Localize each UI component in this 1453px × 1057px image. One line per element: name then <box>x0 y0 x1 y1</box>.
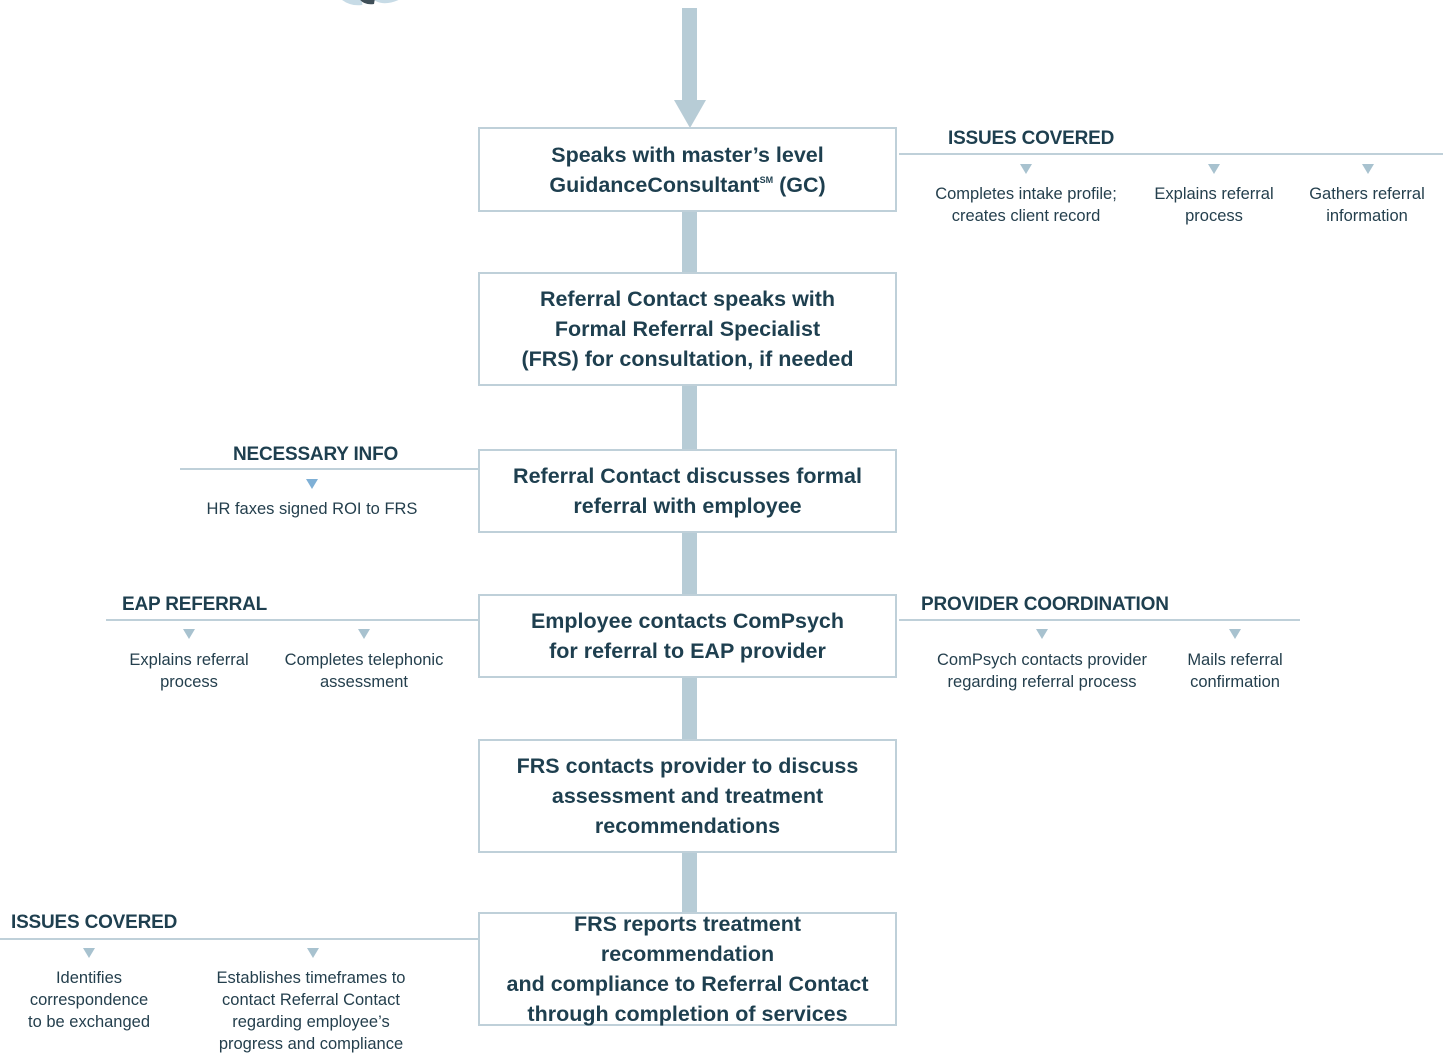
step-box-text: assessment and treatment <box>551 784 824 808</box>
necessary-info-heading: NECESSARY INFO <box>233 444 399 465</box>
issue-item: Completes intake profile; creates client… <box>922 183 1130 227</box>
item-text: HR faxes signed ROI to FRS <box>206 500 418 518</box>
item-text: Identifies <box>55 969 123 987</box>
connector <box>682 210 697 274</box>
triangle-down-icon <box>183 629 195 639</box>
item-text: regarding employee’s <box>232 1013 390 1031</box>
item-text: to be exchanged <box>27 1013 151 1031</box>
step-box-text: Employee contacts ComPsych <box>530 609 845 633</box>
triangle-down-icon <box>306 479 318 489</box>
triangle-down-icon <box>83 948 95 958</box>
step-box-frs-consultation: Referral Contact speaks with Formal Refe… <box>478 272 897 386</box>
branch-line <box>180 468 479 470</box>
connector <box>682 851 697 914</box>
item-text: ComPsych contacts provider <box>937 651 1147 669</box>
step-box-frs-contacts-provider: FRS contacts provider to discuss assessm… <box>478 739 897 853</box>
item-text: Completes intake profile; <box>935 185 1117 203</box>
item-text: Explains referral <box>1154 185 1274 203</box>
step-box-text: Speaks with master’s level <box>551 142 824 167</box>
item-text: assessment <box>319 673 409 691</box>
triangle-down-icon <box>1229 629 1241 639</box>
step-box-text: for referral to EAP provider <box>549 639 826 663</box>
item-text: correspondence <box>29 991 149 1009</box>
step-box-gc: Speaks with master’s level GuidanceConsu… <box>478 127 897 212</box>
branch-line <box>0 938 479 940</box>
step-box-text: Referral Contact speaks with <box>539 287 836 311</box>
item-text: information <box>1326 207 1408 225</box>
step-box-text: and compliance to Referral Contact <box>506 972 869 996</box>
connector <box>682 384 697 451</box>
issue-item: Gathers referral information <box>1297 183 1437 227</box>
down-arrow-icon <box>674 100 706 128</box>
item-text: creates client record <box>951 207 1101 225</box>
item-text: Establishes timeframes to <box>216 969 406 987</box>
triangle-down-icon <box>358 629 370 639</box>
step-box-text: Referral Contact discusses formal <box>513 464 862 488</box>
branch-line <box>899 153 1443 155</box>
provider-coordination-item: Mails referral confirmation <box>1170 649 1300 693</box>
triangle-down-icon <box>1020 164 1032 174</box>
connector <box>682 531 697 596</box>
step-box-employee-contacts: Employee contacts ComPsych for referral … <box>478 594 897 678</box>
step-box-text: through completion of services <box>527 1002 848 1026</box>
step-box-text: recommendations <box>594 814 781 838</box>
item-text: Explains referral <box>129 651 249 669</box>
triangle-down-icon <box>1036 629 1048 639</box>
necessary-info-item: HR faxes signed ROI to FRS <box>182 498 442 520</box>
triangle-down-icon <box>1362 164 1374 174</box>
step-box-discuss-referral: Referral Contact discusses formal referr… <box>478 449 897 533</box>
branch-line <box>899 619 1300 621</box>
issue-item: Identifies correspondence to be exchange… <box>14 967 164 1033</box>
eap-referral-item: Completes telephonic assessment <box>268 649 460 693</box>
triangle-down-icon <box>307 948 319 958</box>
item-text: Mails referral <box>1187 651 1283 669</box>
item-text: confirmation <box>1190 673 1280 691</box>
item-text: progress and compliance <box>218 1035 404 1053</box>
eap-referral-heading: EAP REFERRAL <box>122 594 268 615</box>
step-box-text: FRS contacts provider to discuss <box>516 754 859 778</box>
issue-item: Explains referral process <box>1142 183 1286 227</box>
step-box-text: FRS reports treatment recommendation <box>574 912 801 966</box>
item-text: Completes telephonic <box>284 651 444 669</box>
issue-item: Establishes timeframes to contact Referr… <box>196 967 426 1055</box>
branch-line <box>106 619 479 621</box>
triangle-down-icon <box>1208 164 1220 174</box>
top-arrow-shaft <box>682 8 697 103</box>
step-box-text: (FRS) for consultation, if needed <box>521 347 854 371</box>
step-box-text: (GC) <box>773 172 826 197</box>
item-text: process <box>1185 207 1243 225</box>
item-text: Gathers referral <box>1309 185 1425 203</box>
item-text: contact Referral Contact <box>222 991 400 1009</box>
service-mark: SM <box>759 174 774 185</box>
step-box-text-line2: GuidanceConsultantSM (GC) <box>549 170 825 200</box>
step-box-frs-reports: FRS reports treatment recommendation and… <box>478 912 897 1026</box>
logo-fragment <box>330 0 410 14</box>
issues-covered-heading: ISSUES COVERED <box>11 912 178 933</box>
step-box-text: referral with employee <box>573 494 802 518</box>
eap-referral-item: Explains referral process <box>114 649 264 693</box>
issues-covered-heading: ISSUES COVERED <box>948 128 1115 149</box>
step-box-text: GuidanceConsultant <box>549 172 760 197</box>
item-text: regarding referral process <box>947 673 1137 691</box>
item-text: process <box>160 673 218 691</box>
connector <box>682 676 697 741</box>
provider-coordination-heading: PROVIDER COORDINATION <box>921 594 1169 615</box>
provider-coordination-item: ComPsych contacts provider regarding ref… <box>918 649 1166 693</box>
step-box-text: Formal Referral Specialist <box>554 317 821 341</box>
